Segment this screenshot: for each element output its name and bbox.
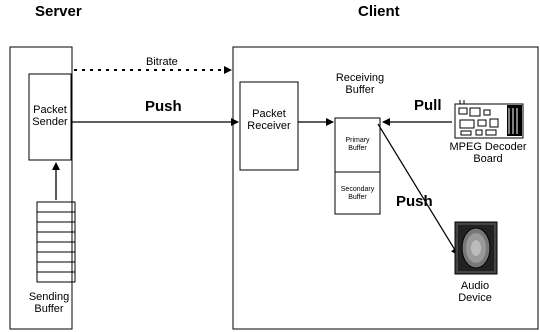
push-arrow-audio	[378, 124, 458, 255]
packet-receiver-line-1: Packet	[240, 108, 298, 120]
packet-sender-line-1: Packet	[29, 104, 71, 116]
receiving-buffer-line-1: Receiving	[325, 72, 395, 84]
audio-device-line-1: Audio	[450, 280, 500, 292]
speaker-icon	[455, 222, 497, 274]
mpeg-board-line-1: MPEG Decoder	[448, 141, 528, 153]
primary-buffer-label: Primary Buffer	[335, 137, 380, 153]
push-label-audio: Push	[396, 194, 433, 211]
secondary-buffer-line-1: Secondary	[335, 186, 380, 194]
server-box	[10, 47, 72, 329]
mpeg-board-line-2: Board	[448, 153, 528, 165]
audio-device-label: Audio Device	[450, 280, 500, 304]
receiving-buffer-line-2: Buffer	[325, 84, 395, 96]
sending-buffer-label: Sending Buffer	[24, 291, 74, 315]
sending-buffer-line-2: Buffer	[24, 303, 74, 315]
client-header: Client	[358, 4, 400, 21]
sending-buffer-line-1: Sending	[24, 291, 74, 303]
push-label-main: Push	[145, 99, 182, 116]
mpeg-board-label: MPEG Decoder Board	[448, 141, 528, 165]
primary-buffer-line-2: Buffer	[335, 145, 380, 153]
packet-receiver-label: Packet Receiver	[240, 108, 298, 132]
audio-device-line-2: Device	[450, 292, 500, 304]
sending-buffer-stack	[37, 202, 75, 282]
packet-sender-label: Packet Sender	[29, 104, 71, 128]
packet-receiver-line-2: Receiver	[240, 120, 298, 132]
bitrate-label: Bitrate	[146, 56, 178, 68]
primary-buffer-line-1: Primary	[335, 137, 380, 145]
server-header: Server	[35, 4, 82, 21]
secondary-buffer-label: Secondary Buffer	[335, 186, 380, 202]
mpeg-decoder-board-icon	[455, 100, 523, 138]
pull-label: Pull	[414, 98, 442, 115]
receiving-buffer-label: Receiving Buffer	[325, 72, 395, 96]
secondary-buffer-line-2: Buffer	[335, 194, 380, 202]
packet-sender-line-2: Sender	[29, 116, 71, 128]
